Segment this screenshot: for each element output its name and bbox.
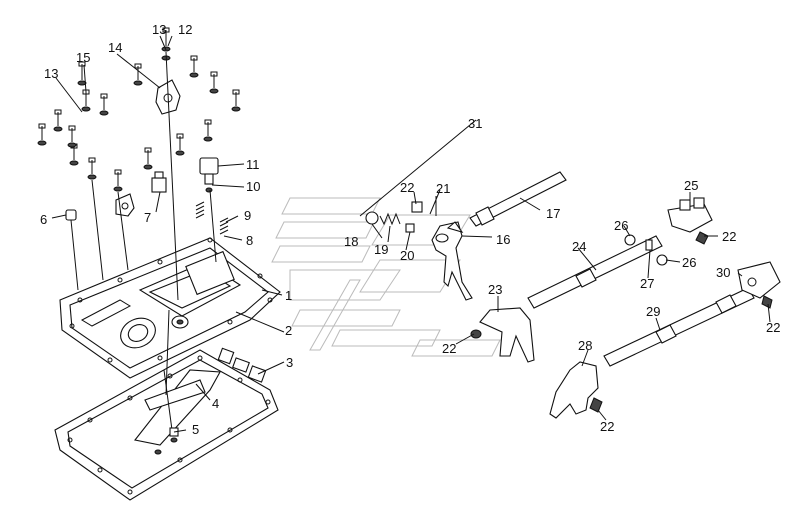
- callout-23: 23: [488, 282, 502, 297]
- callout-2: 2: [285, 323, 292, 338]
- callout-13-left: 13: [44, 66, 58, 81]
- callout-4: 4: [212, 396, 219, 411]
- callout-1: 1: [285, 288, 292, 303]
- callout-7: 7: [144, 210, 151, 225]
- callout-5: 5: [192, 422, 199, 437]
- callout-21: 21: [436, 181, 450, 196]
- callout-20: 20: [400, 248, 414, 263]
- callout-22-c: 22: [722, 229, 736, 244]
- callout-29: 29: [646, 304, 660, 319]
- callout-16: 16: [496, 232, 510, 247]
- callout-6: 6: [40, 212, 47, 227]
- shift-rail-17: [469, 171, 567, 227]
- block-30: [737, 261, 781, 309]
- callout-27: 27: [640, 276, 654, 291]
- baffle-plate: [134, 369, 221, 446]
- callout-25: 25: [684, 178, 698, 193]
- callout-22-a: 22: [400, 180, 414, 195]
- callout-11: 11: [246, 157, 260, 172]
- shift-fork-23: [470, 307, 535, 363]
- callout-10: 10: [246, 179, 260, 194]
- watermark-logo: [271, 197, 501, 357]
- callout-8: 8: [246, 233, 253, 248]
- callout-22-d: 22: [766, 320, 780, 335]
- switch-11: [199, 157, 219, 193]
- shift-fork-28: [549, 361, 603, 419]
- callout-30: 30: [716, 265, 730, 280]
- callout-13-top: 13: [152, 22, 166, 37]
- callout-28: 28: [578, 338, 592, 353]
- callout-9: 9: [244, 208, 251, 223]
- callout-22-b: 22: [442, 341, 456, 356]
- block-25: [667, 197, 713, 245]
- nut-6: [65, 209, 77, 221]
- shift-fork-16: [431, 221, 473, 301]
- shift-rail-24: [527, 235, 663, 309]
- callout-26-b: 26: [682, 255, 696, 270]
- callout-3: 3: [286, 355, 293, 370]
- callout-labels: 1 2 3 4 5 6 7 8 9 10 11 12 13 13 14 15 1…: [40, 22, 780, 437]
- cover-housing: [59, 237, 281, 379]
- callout-15: 15: [76, 50, 90, 65]
- callout-24: 24: [572, 239, 586, 254]
- callout-17: 17: [546, 206, 560, 221]
- bolt-array: [37, 27, 241, 192]
- callout-31: 31: [468, 116, 482, 131]
- shift-rail-29: [603, 287, 755, 367]
- callout-12: 12: [178, 22, 192, 37]
- balls-26-27: [624, 234, 668, 266]
- assembly-lines: [70, 51, 217, 431]
- plug-assembly: [217, 347, 267, 383]
- callout-14: 14: [108, 40, 122, 55]
- callout-22-e: 22: [600, 419, 614, 434]
- callout-26-a: 26: [614, 218, 628, 233]
- callout-18: 18: [344, 234, 358, 249]
- springs-9: [195, 201, 229, 235]
- callout-19: 19: [374, 242, 388, 257]
- leader-lines: [51, 35, 771, 433]
- plug-7: [151, 171, 167, 193]
